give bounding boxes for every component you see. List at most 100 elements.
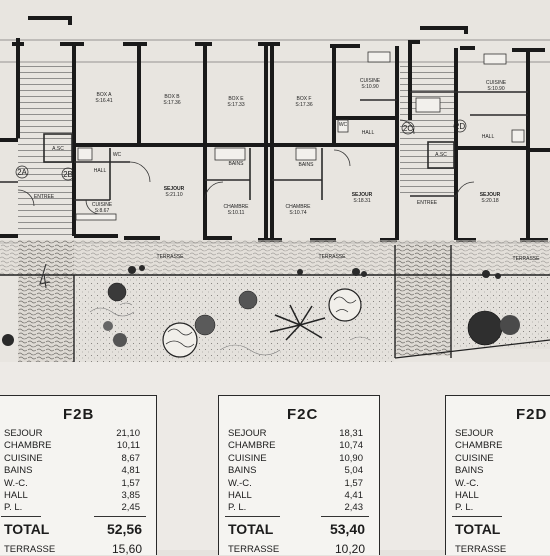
room-label: BOX A: [96, 92, 112, 98]
room-label: WC: [339, 122, 348, 128]
divider: [94, 516, 146, 518]
door-swings: [17, 119, 475, 215]
room-area: S:10.74: [289, 210, 306, 216]
room-label: BOX B: [164, 94, 180, 100]
row-value: 2,43: [344, 502, 364, 514]
table-row: BAINS: [446, 465, 550, 477]
table-row: P. L. 2,45: [0, 502, 156, 514]
area-table-f2d: F2D SEJOUR CHAMBRE CUISINE BAINS W.-C. H…: [445, 395, 550, 555]
room-area: S:8.67: [95, 208, 110, 214]
room-label: WC: [113, 152, 122, 158]
room-label: CHAMBRE: [223, 204, 249, 210]
room-area: S:17.33: [227, 102, 244, 108]
paving-left: [18, 240, 74, 368]
garden-area-right: [452, 277, 550, 349]
garden-plants: [2, 265, 520, 358]
table-title: F2B: [63, 406, 95, 423]
divider: [1, 516, 41, 518]
row-value: 2,45: [121, 502, 141, 514]
row-value: 8,67: [121, 452, 141, 464]
room-label: ENTREE: [417, 200, 438, 206]
table-row: CUISINE: [446, 453, 550, 465]
row-label: P. L.: [4, 502, 23, 514]
row-label: BAINS: [455, 465, 484, 477]
total-row: TOTAL 52,56: [0, 521, 156, 537]
room-label: SEJOUR: [480, 192, 501, 198]
room-label: HALL: [362, 130, 375, 136]
row-value: 5,04: [344, 465, 364, 477]
room-area: S:17.36: [163, 100, 180, 106]
row-label: W.-C.: [4, 477, 28, 489]
row-value: 1,57: [121, 477, 141, 489]
area-table-f2c: F2C SEJOUR 18,31 CHAMBRE 10,74 CUISINE 10,9…: [218, 395, 380, 556]
row-value: 4,81: [121, 465, 141, 477]
divider: [452, 516, 502, 518]
room-area: S:17.36: [295, 102, 312, 108]
total-label: TOTAL: [228, 521, 274, 537]
room-area: S:21.10: [165, 192, 182, 198]
row-label: W.-C.: [228, 477, 252, 489]
room-label: BOX F: [296, 96, 311, 102]
stairwell-left: [18, 66, 73, 236]
room-label: TERRASSE: [513, 256, 541, 262]
partitions: [0, 91, 528, 201]
room-area: S:10.90: [361, 84, 378, 90]
row-label: SEJOUR: [4, 428, 43, 439]
row-label: CHAMBRE: [4, 440, 52, 452]
table-row: P. L.: [446, 502, 550, 514]
room-label: HALL: [482, 134, 495, 140]
room-label: TERRASSE: [157, 254, 185, 260]
table-row: W.-C. 1,57: [0, 478, 156, 490]
table-row: BAINS 4,81: [0, 465, 156, 477]
table-row: CHAMBRE 10,74: [219, 440, 379, 452]
terrace-value: 15,60: [111, 542, 142, 556]
fixtures: [75, 51, 525, 221]
paving-right: [395, 244, 451, 356]
unit-tag: 2A: [17, 168, 27, 177]
room-label: A.SC: [52, 146, 64, 152]
row-label: W.-C.: [455, 477, 479, 489]
room-area: S:10.90: [487, 86, 504, 92]
row-value: 1,57: [344, 477, 364, 489]
row-label: CUISINE: [228, 452, 267, 464]
row-label: SEJOUR: [228, 428, 267, 439]
unit-tag: 2C: [403, 124, 413, 133]
table-row: P. L. 2,43: [219, 502, 379, 514]
room-label: CUISINE: [92, 202, 113, 208]
total-value: 52,56: [106, 521, 142, 537]
row-value: 10,74: [339, 440, 363, 452]
room-label: SEJOUR: [164, 186, 185, 192]
room-label: CHAMBRE: [285, 204, 311, 210]
table-row: HALL: [446, 490, 550, 502]
divider: [225, 516, 280, 518]
row-label: BAINS: [228, 465, 257, 477]
row-value: 10,90: [339, 452, 363, 464]
row-value: 18,31: [339, 428, 363, 439]
table-title: F2D: [516, 406, 548, 423]
table-row: SEJOUR: [446, 428, 550, 440]
divider: [321, 516, 369, 518]
total-label: TOTAL: [455, 521, 501, 537]
room-area: S:10.11: [228, 210, 245, 216]
row-label: SEJOUR: [455, 428, 494, 439]
row-label: CHAMBRE: [228, 440, 276, 452]
table-row: W.-C. 1,57: [219, 478, 379, 490]
table-row: CHAMBRE: [446, 440, 550, 452]
row-value: 3,85: [121, 489, 141, 501]
room-label: CUISINE: [486, 80, 507, 86]
row-value: 10,11: [116, 440, 140, 452]
row-label: P. L.: [228, 502, 247, 514]
floor-plan: BOX A S:16.41 BOX B S:17.36 BOX E S:17.3…: [0, 16, 550, 368]
table-row: BAINS 5,04: [219, 465, 379, 477]
table-row: CHAMBRE 10,11: [0, 440, 156, 452]
total-row: TOTAL: [446, 521, 550, 537]
room-label: TERRASSE: [319, 254, 347, 260]
row-label: BAINS: [4, 465, 33, 477]
table-title: F2C: [287, 406, 319, 423]
total-label: TOTAL: [4, 521, 50, 537]
room-area: S:18.31: [353, 198, 370, 204]
